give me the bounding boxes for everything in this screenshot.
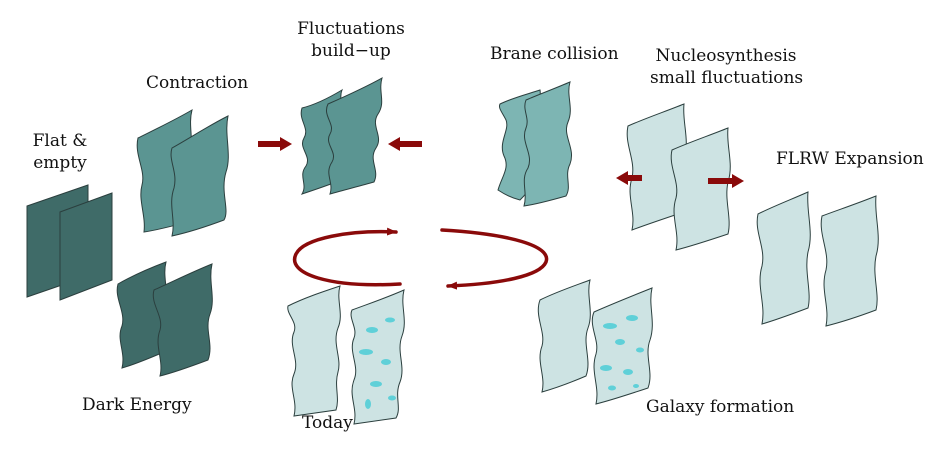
brane-flrw-back (756, 191, 811, 325)
label-flat-empty-line2: empty (33, 153, 87, 173)
label-nucleosynthesis: Nucleosynthesis small fluctuations (650, 45, 804, 89)
arrow-left-icon (388, 137, 422, 151)
brane-today-front (350, 289, 405, 425)
galaxy-spot (385, 317, 395, 323)
brane-contraction-front (170, 115, 229, 237)
label-dark-energy: Dark Energy (82, 395, 192, 415)
galaxy-spot (381, 359, 391, 365)
fluctuation-branes (300, 76, 383, 195)
label-fluctuations-line2: build−up (311, 41, 391, 61)
label-fluctuations: Fluctuations build−up (296, 18, 406, 62)
galaxy-spot (615, 339, 625, 345)
cycle-arrow-upper (292, 227, 402, 287)
label-contraction: Contraction (146, 73, 249, 93)
label-galaxy-formation: Galaxy formation (646, 397, 795, 417)
brane-today-back (287, 285, 341, 417)
label-today: Today (302, 413, 353, 433)
today-galaxy-spots (359, 317, 396, 409)
galaxy-spot (365, 399, 371, 409)
arrow-right-icon (258, 137, 292, 151)
cycle-arrow-lower (440, 228, 549, 290)
push-arrows (258, 137, 744, 188)
brane-dark-front (152, 263, 213, 377)
brane-galaxy-back (537, 279, 591, 393)
label-flat-empty: Flat & empty (30, 130, 90, 174)
arrow-left-icon (616, 171, 642, 185)
nucleosynthesis-branes (626, 103, 731, 251)
galaxy-spot (633, 384, 639, 388)
galaxy-spot (366, 327, 378, 333)
brane-flrw-front (820, 195, 879, 327)
galaxy-spot (388, 395, 396, 401)
galaxy-branes (537, 279, 653, 405)
brane-galaxy-front (591, 287, 653, 405)
collision-branes (497, 81, 572, 207)
label-fluctuations-line1: Fluctuations (297, 19, 405, 39)
flrw-branes (756, 191, 879, 327)
galaxy-spot (626, 315, 638, 321)
galaxy-spot (600, 365, 612, 371)
label-brane-collision: Brane collision (490, 44, 619, 64)
label-nucleosynthesis-line2: small fluctuations (650, 68, 804, 88)
label-flrw-expansion: FLRW Expansion (776, 149, 924, 169)
galaxy-formation-spots (600, 315, 644, 391)
cycle-arrow-icon (292, 227, 549, 290)
galaxy-spot (603, 323, 617, 329)
arrow-right-icon (708, 174, 744, 188)
brane-fluct-front (326, 76, 383, 195)
galaxy-spot (608, 385, 616, 391)
galaxy-spot (370, 381, 382, 387)
contraction-branes (136, 108, 229, 237)
label-flat-empty-line1: Flat & (32, 131, 88, 151)
brane-flat-front (59, 192, 113, 301)
brane-collision-front (523, 81, 572, 207)
brane-nucleo-front (670, 127, 731, 251)
dark-energy-branes (116, 261, 213, 377)
galaxy-spot (623, 369, 633, 375)
galaxy-spot (636, 347, 644, 353)
flat-empty-branes (26, 184, 113, 301)
galaxy-spot (359, 349, 373, 355)
label-nucleosynthesis-line1: Nucleosynthesis (655, 46, 797, 66)
today-branes (287, 285, 405, 425)
